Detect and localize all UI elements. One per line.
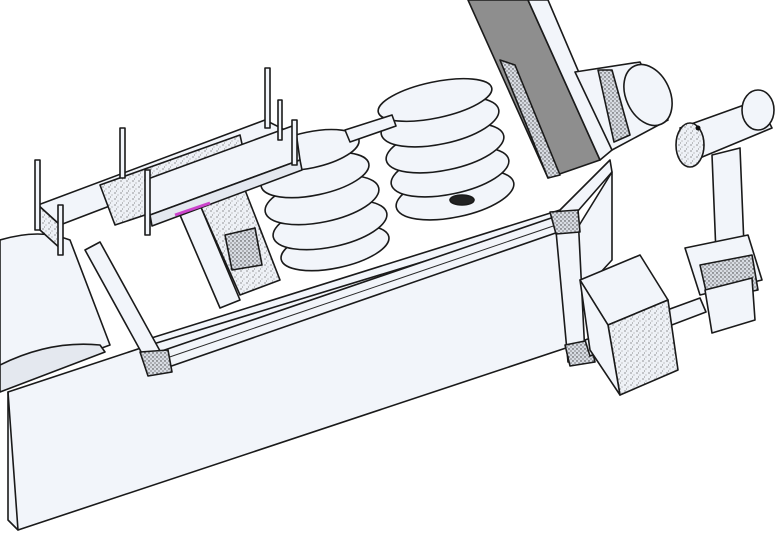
side-box xyxy=(579,254,679,396)
rear-rail xyxy=(344,114,397,143)
chute-column xyxy=(467,0,613,179)
center-mechanism xyxy=(179,189,281,309)
guide-fixture xyxy=(34,67,303,256)
left-block xyxy=(0,233,111,393)
coil-stack-front xyxy=(260,128,390,272)
post-assembly xyxy=(675,89,775,334)
motor-cylinder xyxy=(574,61,673,151)
base-frame xyxy=(7,159,613,531)
coil-stack-rear xyxy=(377,77,515,221)
